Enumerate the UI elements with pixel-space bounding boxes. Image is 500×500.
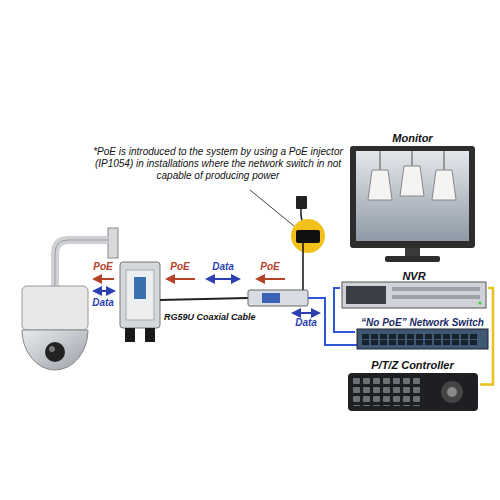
signal-name: Data [288, 317, 324, 329]
signal-name: PoE [255, 261, 285, 273]
poe-transmitter [125, 328, 135, 342]
switch-picture [362, 334, 479, 345]
signal-name: PoE [88, 261, 118, 273]
data-arrow [293, 312, 319, 314]
dome-camera [49, 346, 55, 352]
monitor-picture [385, 256, 440, 262]
dome-camera [45, 342, 65, 362]
coaxial-cable [160, 298, 248, 300]
poe-injector [296, 196, 307, 209]
poe-transmitter [120, 262, 160, 328]
device-label: NVR [402, 270, 425, 283]
device-node: P/T/Z Controller [345, 355, 480, 414]
poe-arrow [94, 279, 285, 280]
device-node: “No PoE” Network Switch [355, 312, 490, 352]
monitor-picture [356, 151, 469, 241]
nvr-picture [392, 287, 480, 291]
data-arrow [94, 279, 319, 313]
coaxial-cable [160, 298, 248, 300]
poe-injector [296, 230, 320, 243]
controller-picture [447, 387, 457, 397]
signal-name: Data [86, 297, 120, 309]
monitor-picture [350, 146, 475, 262]
poe-arrow [257, 278, 285, 280]
poe-transmitter [145, 328, 155, 342]
monitor-picture [368, 170, 392, 200]
dome-camera [108, 228, 118, 258]
controller-picture [441, 381, 463, 403]
switch-picture [357, 329, 488, 349]
signal-name: PoE [165, 261, 195, 273]
data-arrow [94, 290, 114, 292]
receiver-unit [248, 290, 308, 306]
poe-injector [250, 190, 325, 290]
cable-connector [334, 288, 355, 332]
cable-connector [480, 288, 493, 385]
device-label: P/T/Z Controller [371, 359, 454, 372]
poe-transmitter [120, 262, 160, 342]
monitor-picture [350, 146, 475, 248]
controller-picture [353, 378, 421, 406]
poe-transmitter [126, 270, 154, 320]
nvr-picture [346, 286, 386, 304]
poe-arrow [94, 278, 114, 280]
poe-arrow [167, 278, 195, 280]
device-label: Monitor [392, 132, 432, 145]
poe-transmitter [134, 277, 146, 299]
monitor-picture [400, 166, 424, 196]
nvr-picture [479, 302, 482, 305]
dome-camera [22, 286, 88, 330]
signal-name: Data [205, 261, 241, 273]
poe-injector [250, 190, 294, 226]
cable-name: RG59U Coaxial Cable [164, 312, 294, 323]
controller-picture [348, 373, 478, 411]
device-label: “No PoE” Network Switch [361, 317, 484, 329]
monitor-picture [405, 248, 420, 256]
monitor-picture [432, 170, 456, 200]
poe-injector [291, 219, 325, 253]
controller-picture [348, 373, 478, 411]
dome-camera [22, 330, 88, 370]
poe-injector [302, 243, 304, 290]
switch-picture [357, 329, 488, 349]
receiver-unit [262, 293, 280, 303]
device-node: Monitor [345, 128, 480, 264]
data-arrow [207, 278, 239, 280]
note-text: *PoE is introduced to the system by usin… [90, 146, 346, 182]
nvr-picture [392, 295, 480, 299]
nvr-picture [342, 282, 486, 308]
receiver-unit [248, 290, 308, 306]
nvr-picture [342, 282, 486, 308]
device-node: NVR [340, 266, 488, 310]
